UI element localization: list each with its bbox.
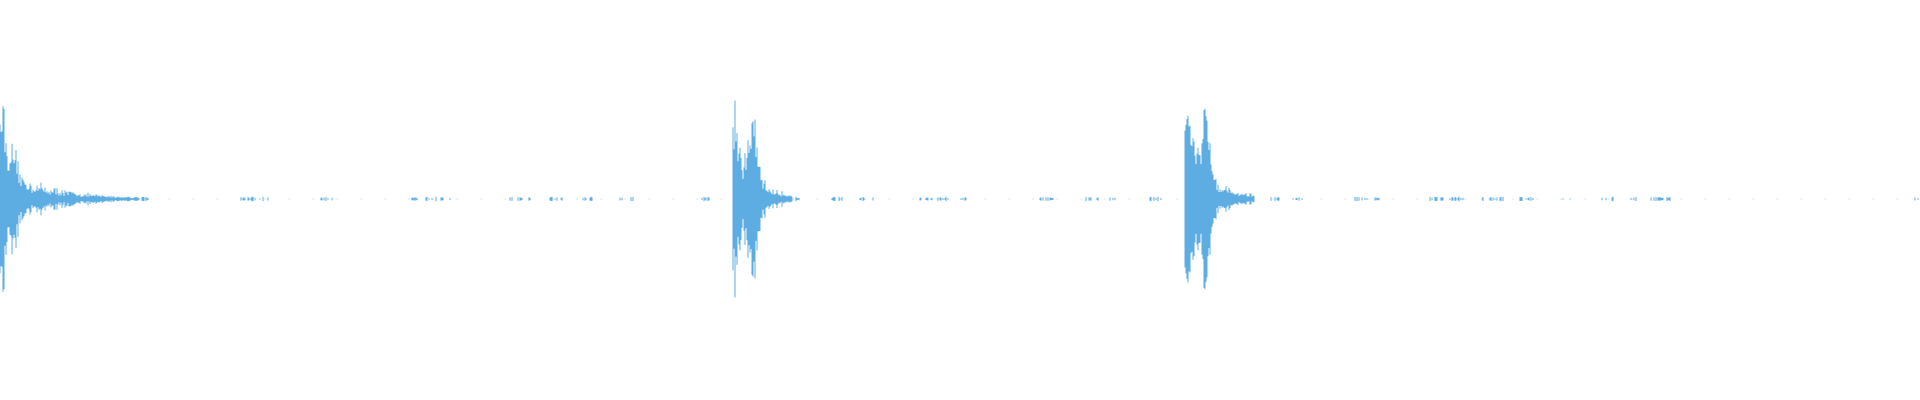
waveform-burst-3 [1184, 108, 1255, 290]
waveform-signal [0, 100, 1919, 298]
waveform-burst-2 [732, 100, 793, 298]
waveform-burst-1 [0, 106, 140, 292]
waveform-noise [66, 196, 1919, 202]
